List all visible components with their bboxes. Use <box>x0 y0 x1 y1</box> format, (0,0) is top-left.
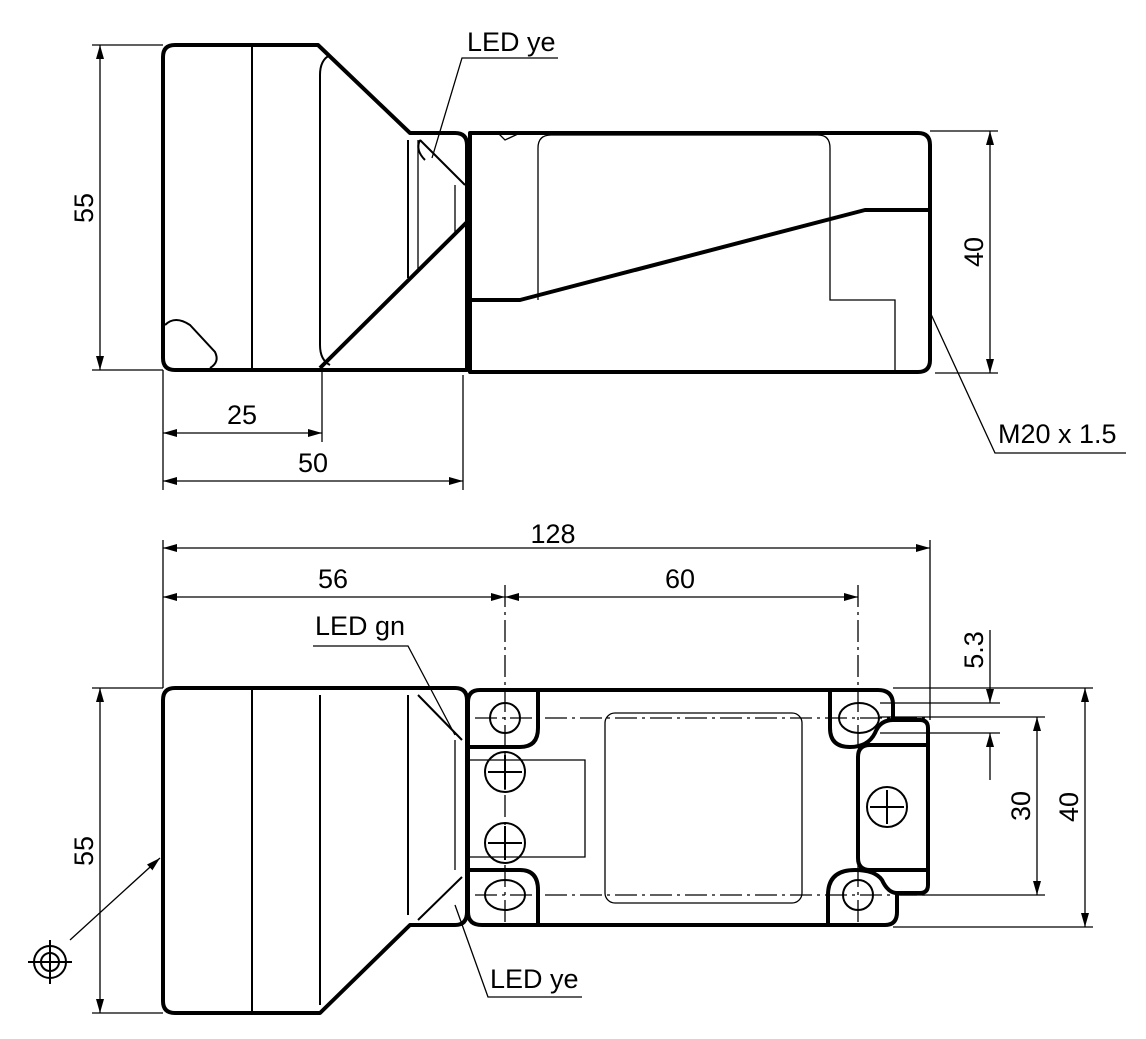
dim-50: 50 <box>298 448 328 478</box>
led-ye-label-top: LED ye <box>467 27 556 57</box>
dim-56: 56 <box>318 564 348 594</box>
led-ye-window <box>417 139 466 186</box>
bottom-view: 128 56 60 55 5.3 30 40 LED gn LED ye <box>28 519 1093 1015</box>
dim-55-top: 55 <box>69 193 99 223</box>
mounting-plate-outline <box>466 688 930 927</box>
dim-40-top: 40 <box>959 237 989 267</box>
body-step-line <box>470 208 930 302</box>
ground-screw-icon <box>866 786 908 828</box>
target-symbol-icon <box>28 940 72 984</box>
dim-128: 128 <box>530 519 575 549</box>
dim-60: 60 <box>665 564 695 594</box>
dim-40-bottom: 40 <box>1054 792 1084 822</box>
led-ye-label-bottom: LED ye <box>490 964 579 994</box>
head-corner-mark <box>164 319 218 369</box>
led-gn-label: LED gn <box>315 611 405 641</box>
dim-55-bottom: 55 <box>69 836 99 866</box>
dim-30: 30 <box>1006 791 1036 821</box>
head-bevel <box>318 220 469 370</box>
top-view: 55 40 25 50 LED ye M20 x 1.5 <box>69 27 1126 490</box>
sensor-body-outline <box>468 131 932 374</box>
thread-label: M20 x 1.5 <box>998 419 1117 449</box>
sensor-head-outline <box>161 43 469 372</box>
dim-5-3: 5.3 <box>959 631 989 669</box>
dim-25: 25 <box>227 400 257 430</box>
sensor-head-outline-bottom <box>161 686 469 1015</box>
led-windows <box>417 694 463 921</box>
head-inner-edge <box>319 54 331 366</box>
